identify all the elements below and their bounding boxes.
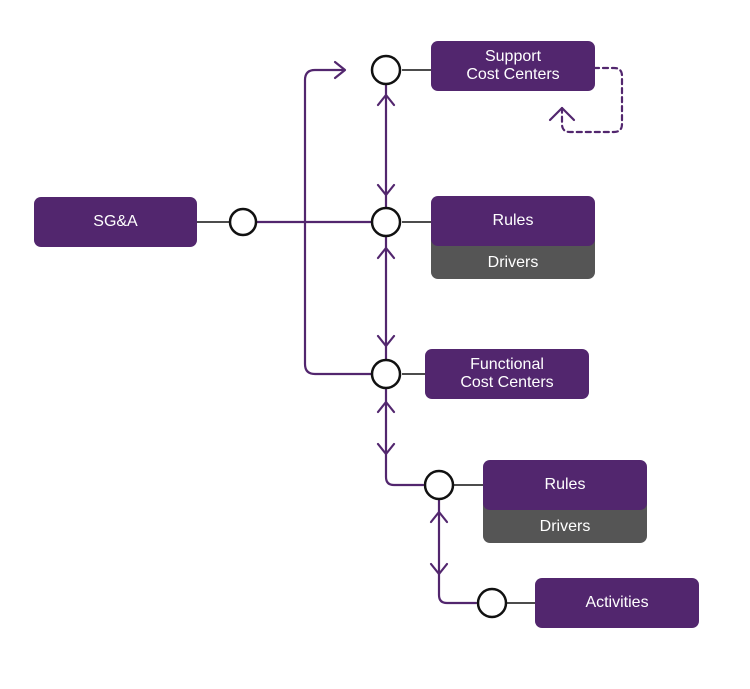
rules-label-2: Rules <box>544 476 586 493</box>
drivers-label-2: Drivers <box>539 518 591 535</box>
rules-box-1: Rules <box>431 196 595 246</box>
link-rules-2-activities <box>437 497 478 605</box>
support-cost-centers-label: Support Cost Centers <box>466 48 560 83</box>
junction-support <box>370 54 402 86</box>
arrow-up-rules-2 <box>429 510 449 524</box>
sga-box: SG&A <box>34 197 197 247</box>
bus-line <box>303 68 374 376</box>
junction-sga <box>228 207 258 237</box>
bus-arrow-head <box>333 60 347 80</box>
arrow-up-support <box>376 93 396 107</box>
link-functional-rules-2 <box>384 386 425 487</box>
self-loop-dashed <box>560 66 624 134</box>
arrow-down-activities <box>429 562 449 576</box>
self-loop-arrow-head <box>548 106 576 122</box>
arrow-down-rules-1 <box>376 183 396 197</box>
activities-label: Activities <box>585 594 649 611</box>
arrow-down-bend <box>376 442 396 456</box>
activities-box: Activities <box>535 578 699 628</box>
drivers-label-1: Drivers <box>487 254 539 271</box>
functional-cost-centers-label: Functional Cost Centers <box>460 356 554 391</box>
rules-box-2: Rules <box>483 460 647 510</box>
junction-activities <box>476 587 508 619</box>
junction-rules-1 <box>370 206 402 238</box>
arrow-down-functional <box>376 334 396 348</box>
support-cost-centers-box: Support Cost Centers <box>431 41 595 91</box>
junction-rules-2 <box>423 469 455 501</box>
functional-cost-centers-box: Functional Cost Centers <box>425 349 589 399</box>
sga-label: SG&A <box>93 213 138 230</box>
arrow-up-rules-1 <box>376 246 396 260</box>
arrow-up-functional <box>376 400 396 414</box>
rules-label-1: Rules <box>492 212 534 229</box>
junction-functional <box>370 358 402 390</box>
